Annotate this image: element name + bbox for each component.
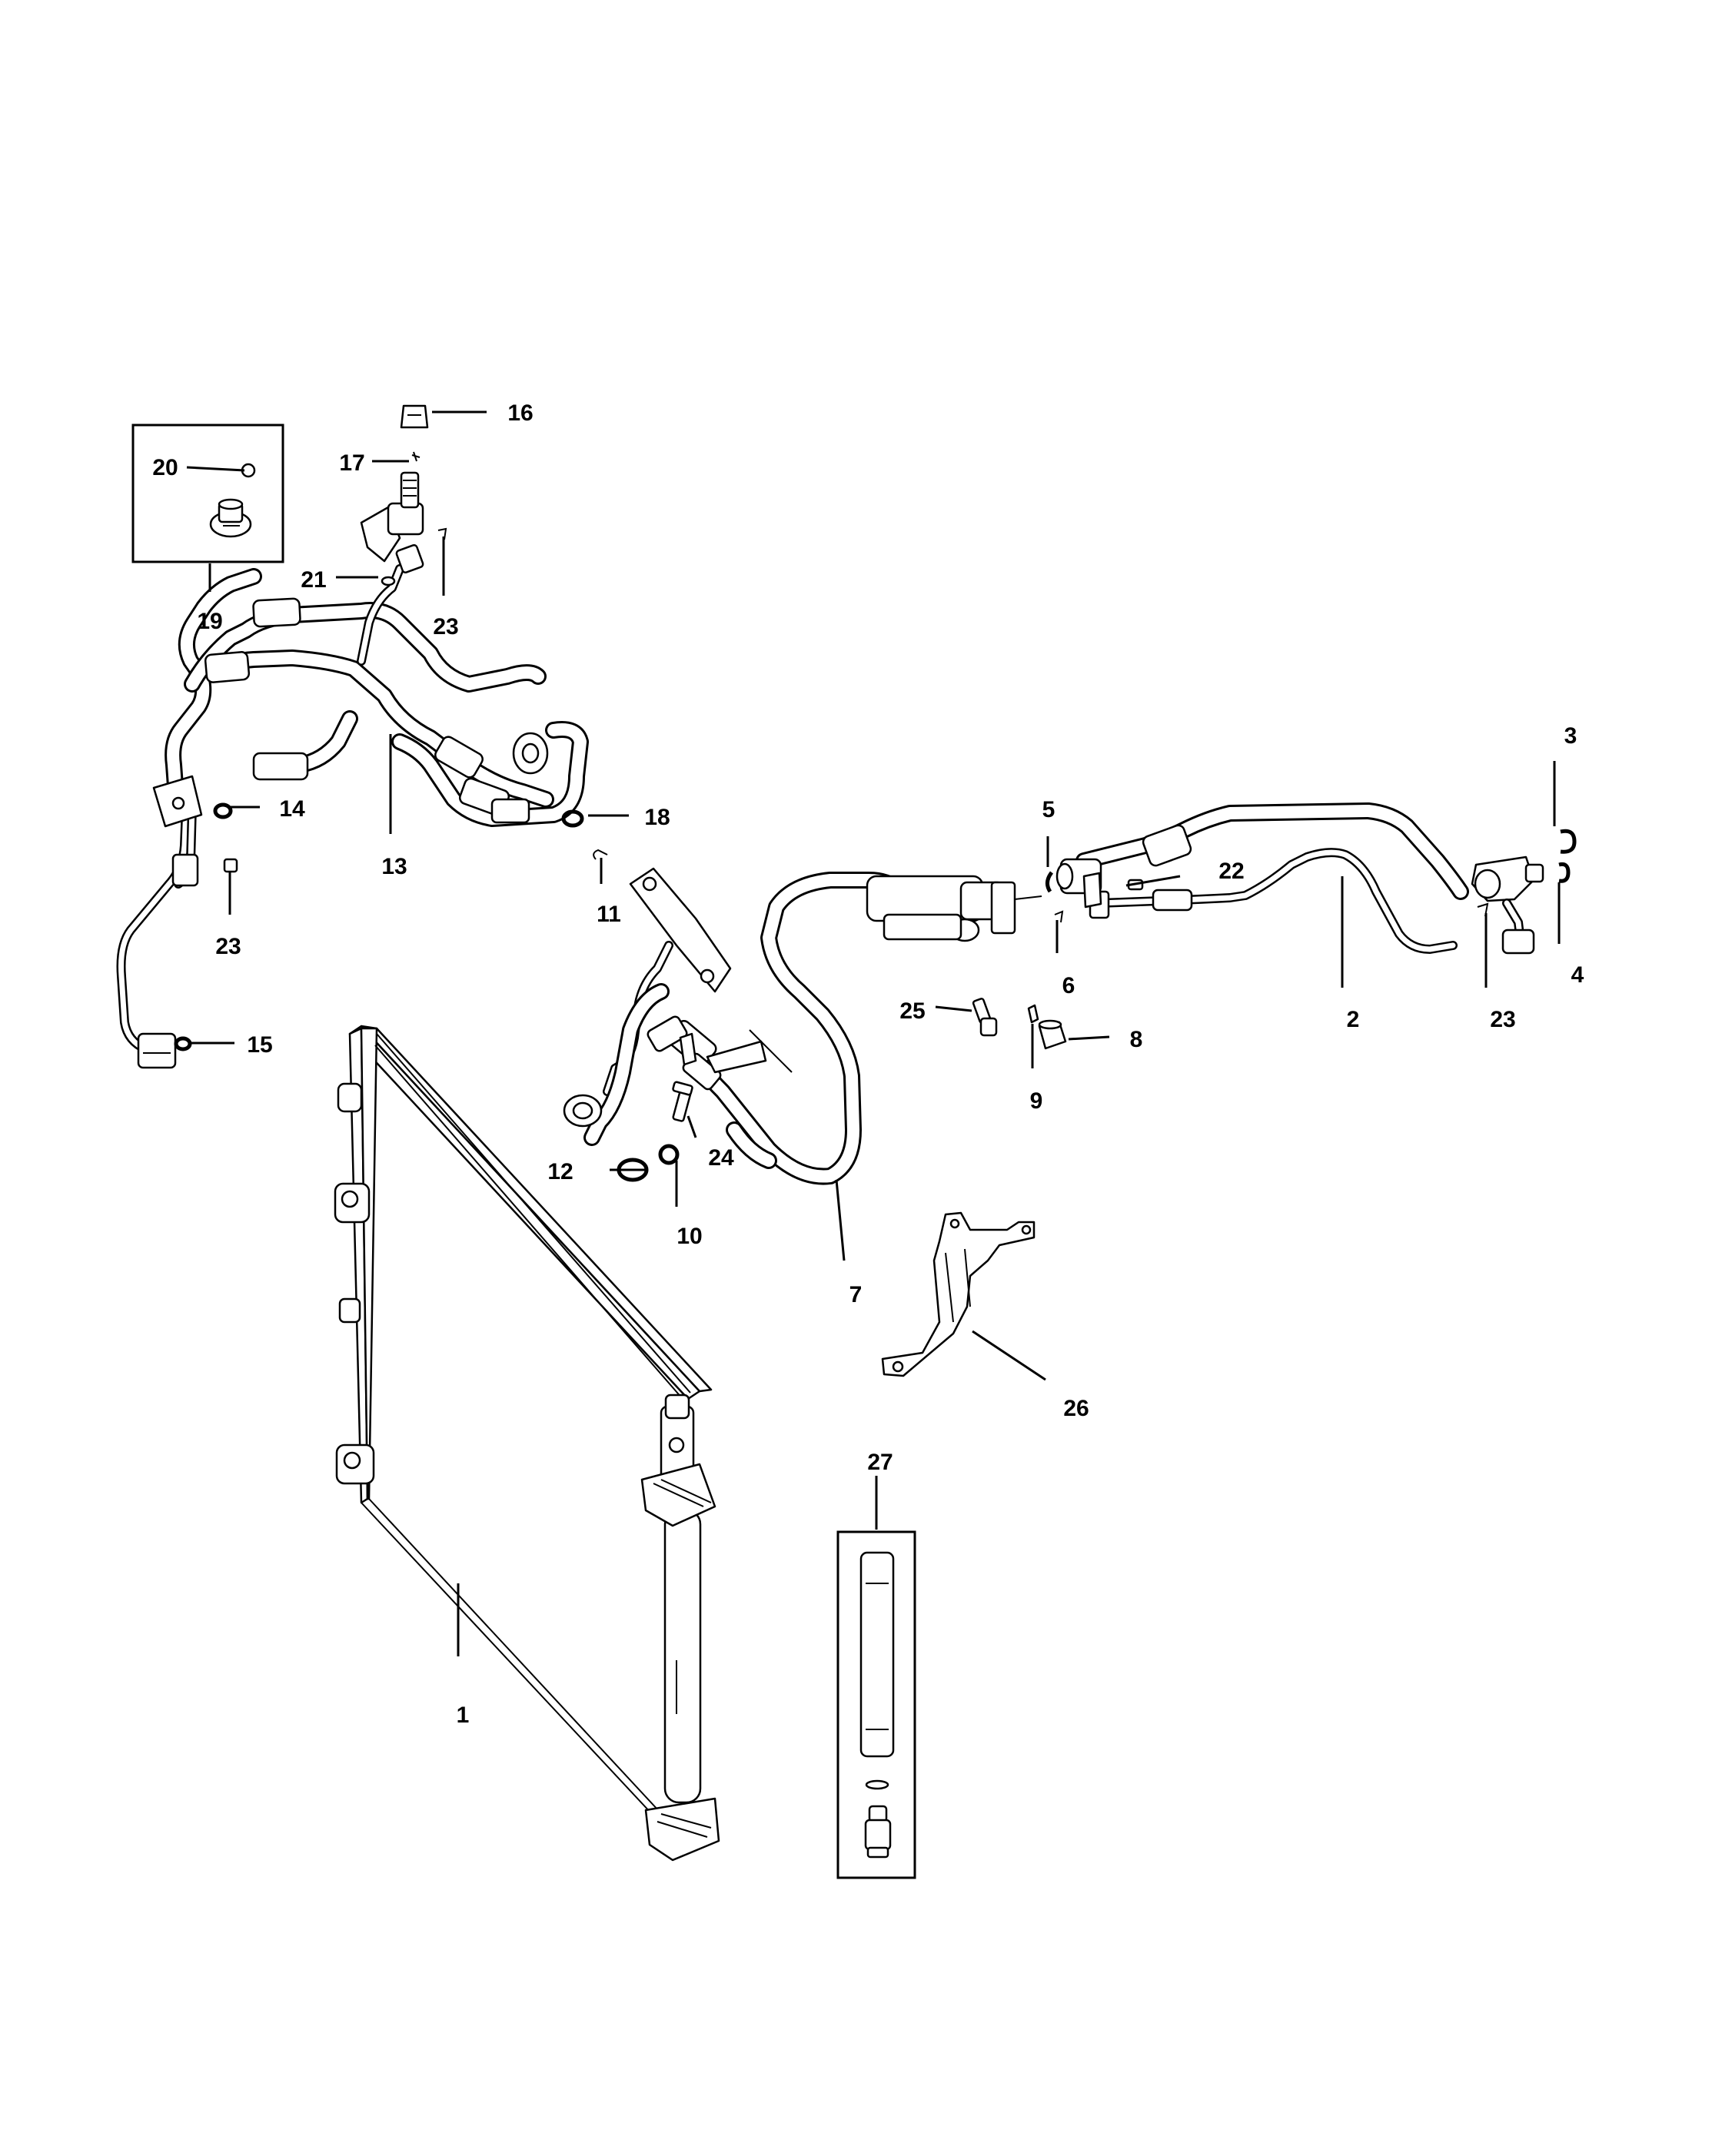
callout-1: 1 <box>457 1703 470 1728</box>
expansion-valve-assembly <box>563 849 732 1146</box>
callout-23-top: 23 <box>433 614 458 639</box>
callout-3: 3 <box>1564 723 1577 749</box>
callout-23-left: 23 <box>215 934 241 959</box>
service-port-assembly <box>360 404 447 586</box>
condenser <box>334 1025 720 1862</box>
discharge-hose-2 <box>1055 802 1577 955</box>
callout-27: 27 <box>867 1450 893 1475</box>
callout-7: 7 <box>849 1282 863 1307</box>
callout-19: 19 <box>197 609 222 634</box>
pressure-switch-box <box>131 424 284 563</box>
callout-26: 26 <box>1063 1396 1089 1421</box>
callout-5: 5 <box>1042 797 1055 822</box>
callout-9: 9 <box>1030 1088 1043 1114</box>
callout-8: 8 <box>1130 1027 1143 1052</box>
callout-2: 2 <box>1347 1007 1360 1032</box>
callout-17: 17 <box>339 450 364 476</box>
callout-25: 25 <box>899 998 925 1024</box>
callout-23-right: 23 <box>1490 1007 1515 1032</box>
callout-10: 10 <box>676 1224 702 1249</box>
callout-11: 11 <box>597 902 621 927</box>
callout-16: 16 <box>507 400 533 426</box>
callout-21: 21 <box>301 567 326 593</box>
leader-lines <box>186 410 1561 1656</box>
bracket-26 <box>881 1211 1036 1377</box>
callout-13: 13 <box>381 854 407 879</box>
callout-15: 15 <box>247 1032 272 1058</box>
callout-4: 4 <box>1571 962 1584 988</box>
callout-18: 18 <box>644 805 670 830</box>
pressure-switch <box>209 498 252 538</box>
drier-kit-box <box>836 1530 916 1879</box>
callout-24: 24 <box>708 1145 734 1171</box>
callout-12: 12 <box>547 1159 573 1184</box>
callout-6: 6 <box>1062 973 1075 998</box>
hose-assembly-13 <box>116 564 589 1069</box>
callout-14: 14 <box>279 796 305 822</box>
callout-20: 20 <box>152 455 178 480</box>
callout-22: 22 <box>1218 859 1244 884</box>
callout-labels: 20 19 16 17 21 23 14 13 18 23 15 11 12 1… <box>152 400 1584 1728</box>
